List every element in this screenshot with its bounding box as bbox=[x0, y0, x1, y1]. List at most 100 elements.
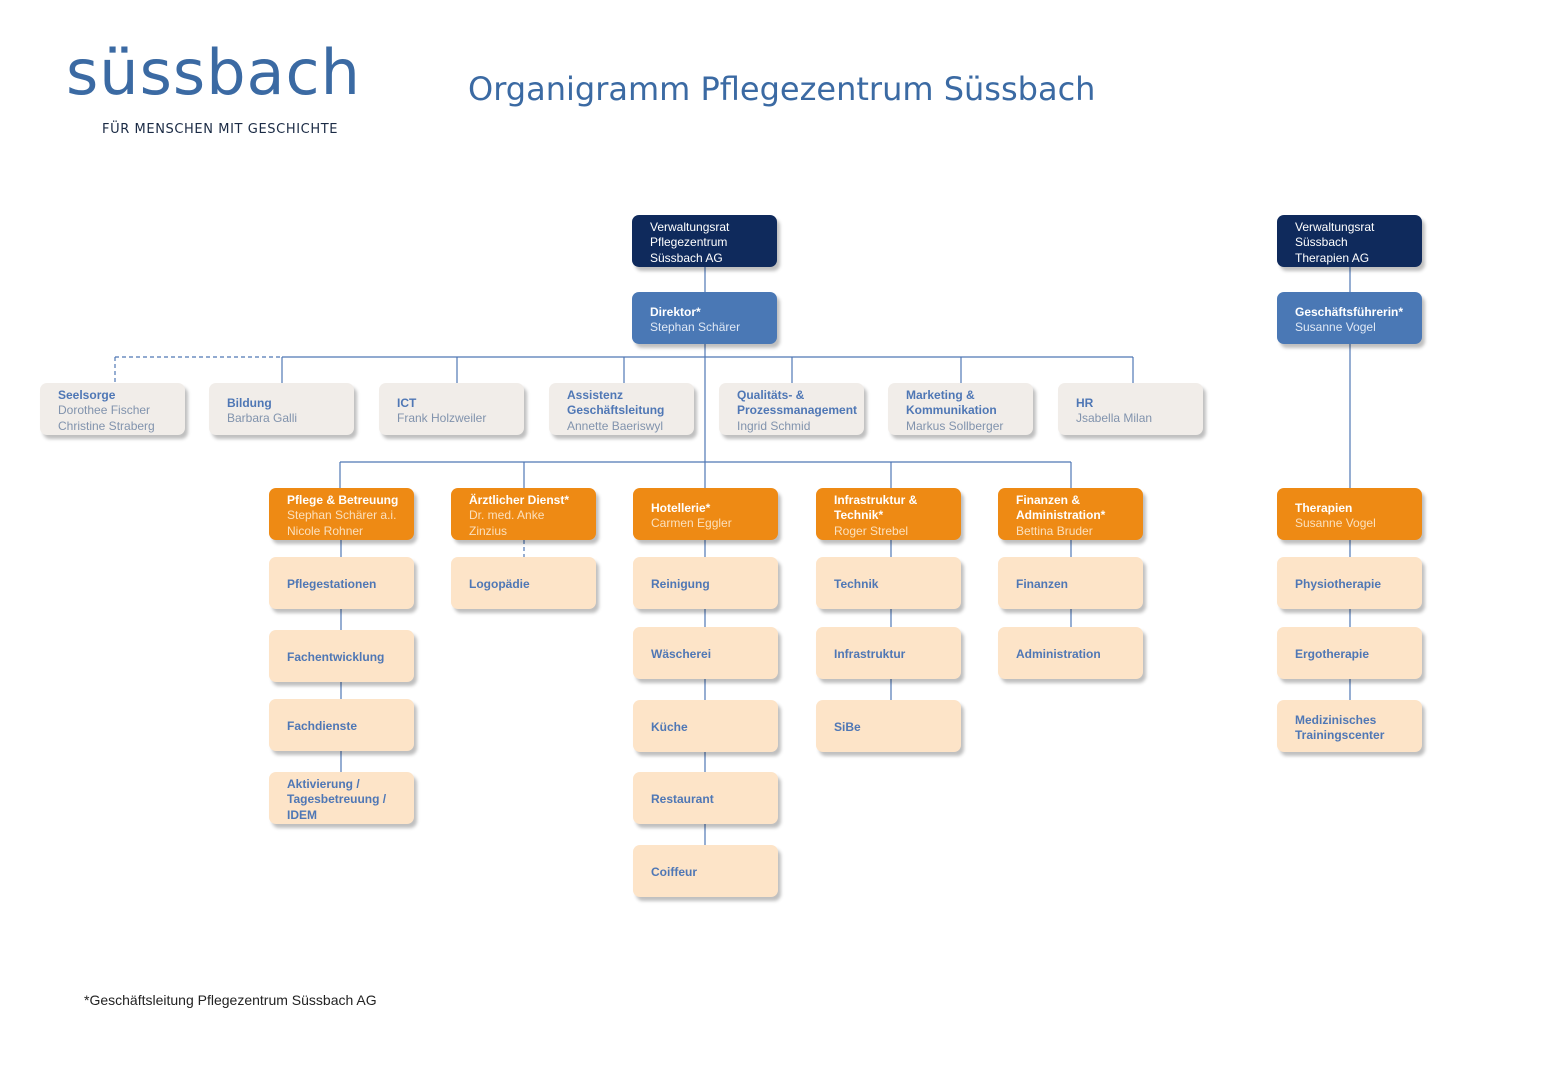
unit-box: Finanzen bbox=[998, 557, 1143, 609]
unit-box: SiBe bbox=[816, 700, 961, 752]
department-person: Bettina Bruder bbox=[1016, 523, 1093, 538]
staff-person: Barbara Galli bbox=[227, 411, 298, 425]
department-person: Carmen Eggler bbox=[651, 516, 732, 530]
unit-label: Logopädie bbox=[469, 577, 530, 592]
unit-label: Restaurant bbox=[651, 792, 714, 807]
staff-person: Christine Straberg bbox=[58, 418, 155, 433]
unit-label: Fachdienste bbox=[287, 719, 358, 734]
unit-label: Trainingscenter bbox=[1295, 728, 1385, 742]
staff-box-assistenz: Assistenz Geschäftsleitung Annette Baeri… bbox=[549, 383, 694, 435]
unit-box: Logopädie bbox=[451, 557, 596, 609]
unit-box: Medizinisches Trainingscenter bbox=[1277, 700, 1422, 752]
unit-box: Pflegestationen bbox=[269, 557, 414, 609]
staff-box-ict: ICT Frank Holzweiler bbox=[379, 383, 524, 435]
unit-box: Fachentwicklung bbox=[269, 630, 414, 682]
board-pflegezentrum-box: Verwaltungsrat Pflegezentrum Süssbach AG bbox=[632, 215, 777, 267]
unit-label: Medizinisches bbox=[1295, 712, 1377, 727]
department-person: Susanne Vogel bbox=[1295, 516, 1376, 530]
board-line-2: Süssbach bbox=[1295, 235, 1348, 250]
staff-person: Frank Holzweiler bbox=[397, 411, 487, 425]
unit-box: Ergotherapie bbox=[1277, 627, 1422, 679]
staff-box-seelsorge: Seelsorge Dorothee Fischer Christine Str… bbox=[40, 383, 185, 435]
unit-label: Wäscherei bbox=[651, 647, 712, 662]
logo-wordmark: süssbach bbox=[66, 36, 361, 109]
unit-box: Restaurant bbox=[633, 772, 778, 824]
unit-label: Küche bbox=[651, 720, 688, 735]
board-line-3: Süssbach AG bbox=[650, 250, 723, 265]
unit-box: Aktivierung / Tagesbetreuung / IDEM bbox=[269, 772, 414, 824]
staff-title: HR bbox=[1076, 395, 1094, 410]
unit-label: Technik bbox=[834, 577, 879, 592]
board-line-2: Pflegezentrum bbox=[650, 235, 728, 250]
department-title: Finanzen & bbox=[1016, 492, 1081, 507]
unit-label: Fachentwicklung bbox=[287, 650, 385, 665]
unit-label: Aktivierung / bbox=[287, 776, 360, 791]
board-line-1: Verwaltungsrat bbox=[650, 219, 730, 234]
unit-label: SiBe bbox=[834, 720, 861, 735]
staff-title: ICT bbox=[397, 395, 417, 410]
staff-box-qualitaet: Qualitäts- & Prozessmanagement Ingrid Sc… bbox=[719, 383, 864, 435]
department-title: Hotellerie* bbox=[651, 500, 711, 515]
unit-label: Pflegestationen bbox=[287, 577, 377, 592]
director-title: Direktor* bbox=[650, 304, 701, 319]
unit-label: IDEM bbox=[287, 807, 317, 822]
unit-label: Administration bbox=[1016, 647, 1101, 662]
department-title: Ärztlicher Dienst* bbox=[469, 492, 570, 507]
unit-label: Coiffeur bbox=[651, 865, 697, 880]
staff-box-marketing: Marketing & Kommunikation Markus Sollber… bbox=[888, 383, 1033, 435]
department-box-aerztlich: Ärztlicher Dienst* Dr. med. Anke Zinzius bbox=[451, 488, 596, 540]
department-box-pflege: Pflege & Betreuung Stephan Schärer a.i. … bbox=[269, 488, 414, 540]
department-title: Pflege & Betreuung bbox=[287, 492, 399, 507]
board-therapien-box: Verwaltungsrat Süssbach Therapien AG bbox=[1277, 215, 1422, 267]
staff-title: Bildung bbox=[227, 395, 272, 410]
staff-person: Jsabella Milan bbox=[1076, 411, 1153, 425]
logo-tagline: FÜR MENSCHEN MIT GESCHICHTE bbox=[102, 122, 339, 137]
unit-label: Ergotherapie bbox=[1295, 647, 1370, 662]
staff-title: Seelsorge bbox=[58, 387, 116, 402]
department-title: Administration* bbox=[1016, 508, 1106, 523]
managing-director-title: Geschäftsführerin* bbox=[1295, 304, 1404, 319]
staff-title: Prozessmanagement bbox=[737, 403, 858, 418]
department-person: Zinzius bbox=[469, 523, 508, 538]
staff-person: Markus Sollberger bbox=[906, 418, 1004, 433]
department-title: Technik* bbox=[834, 508, 884, 523]
department-person: Roger Strebel bbox=[834, 523, 909, 538]
managing-director-person: Susanne Vogel bbox=[1295, 320, 1376, 334]
department-person: Stephan Schärer a.i. bbox=[287, 508, 397, 523]
unit-box: Küche bbox=[633, 700, 778, 752]
unit-box: Reinigung bbox=[633, 557, 778, 609]
unit-label: Tagesbetreuung / bbox=[287, 792, 387, 807]
department-person: Dr. med. Anke bbox=[469, 508, 545, 523]
unit-box: Fachdienste bbox=[269, 699, 414, 751]
page-title: Organigramm Pflegezentrum Süssbach bbox=[468, 70, 1096, 108]
unit-label: Infrastruktur bbox=[834, 647, 906, 662]
department-title: Infrastruktur & bbox=[834, 492, 918, 507]
staff-box-hr: HR Jsabella Milan bbox=[1058, 383, 1203, 435]
board-line-1: Verwaltungsrat bbox=[1295, 219, 1375, 234]
unit-box: Infrastruktur bbox=[816, 627, 961, 679]
unit-box: Administration bbox=[998, 627, 1143, 679]
director-box: Direktor* Stephan Schärer bbox=[632, 292, 777, 344]
staff-person: Ingrid Schmid bbox=[737, 418, 811, 433]
department-box-finanzen: Finanzen & Administration* Bettina Brude… bbox=[998, 488, 1143, 540]
staff-title: Geschäftsleitung bbox=[567, 403, 665, 418]
department-title: Therapien bbox=[1295, 500, 1353, 515]
unit-box: Coiffeur bbox=[633, 845, 778, 897]
managing-director-box: Geschäftsführerin* Susanne Vogel bbox=[1277, 292, 1422, 344]
footnote: *Geschäftsleitung Pflegezentrum Süssbach… bbox=[84, 992, 377, 1008]
unit-box: Technik bbox=[816, 557, 961, 609]
unit-label: Physiotherapie bbox=[1295, 577, 1382, 592]
unit-label: Finanzen bbox=[1016, 577, 1069, 592]
staff-title: Kommunikation bbox=[906, 403, 997, 418]
staff-title: Marketing & bbox=[906, 387, 975, 402]
unit-box: Physiotherapie bbox=[1277, 557, 1422, 609]
staff-title: Qualitäts- & bbox=[737, 387, 805, 402]
unit-label: Reinigung bbox=[651, 577, 710, 592]
department-box-infrastruktur: Infrastruktur & Technik* Roger Strebel bbox=[816, 488, 961, 540]
staff-person: Annette Baeriswyl bbox=[567, 418, 664, 433]
staff-box-bildung: Bildung Barbara Galli bbox=[209, 383, 354, 435]
board-line-3: Therapien AG bbox=[1295, 250, 1370, 265]
unit-box: Wäscherei bbox=[633, 627, 778, 679]
staff-title: Assistenz bbox=[567, 387, 624, 402]
